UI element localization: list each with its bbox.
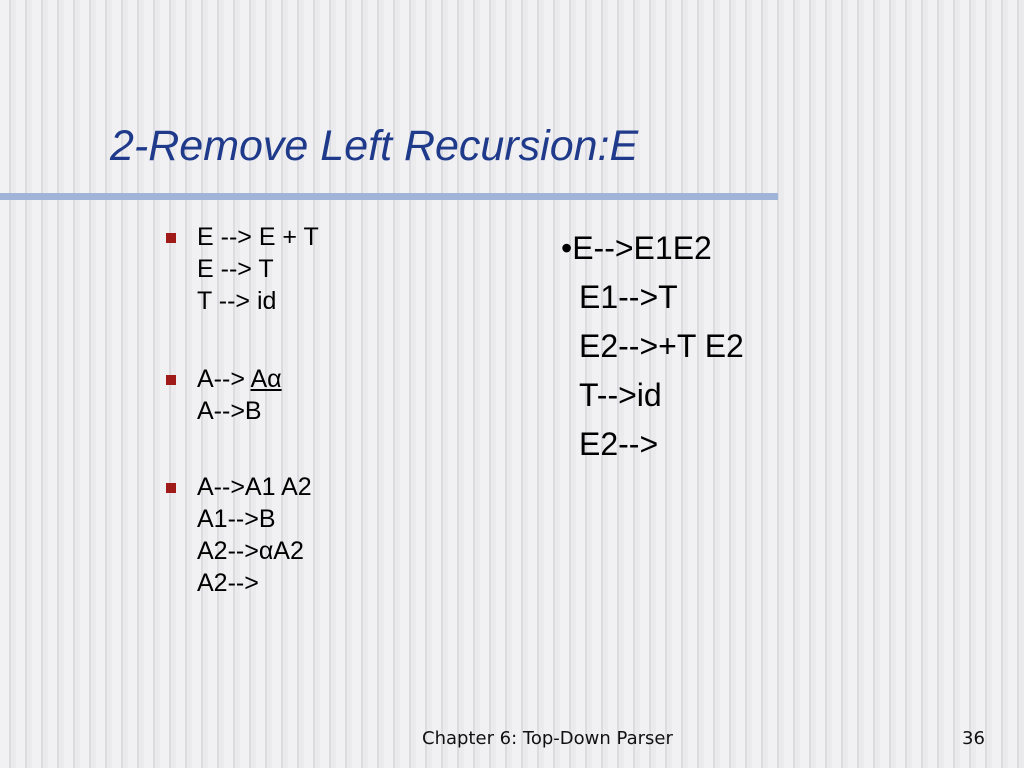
grammar-rule: A-->B <box>197 397 262 425</box>
bullet-item: A-->A1 A2 A1-->B A2-->αA2 A2--> <box>166 471 319 599</box>
grammar-rule: A2--> <box>197 569 259 597</box>
rule-underlined-part: Aα <box>250 365 282 393</box>
page-number: 36 <box>962 728 985 749</box>
grammar-rule: E2-->+T E2 <box>579 328 744 364</box>
grammar-rule: A-->A1 A2 <box>197 473 312 501</box>
grammar-rule: T-->id <box>579 377 662 413</box>
grammar-rule: •E-->E1E2 <box>561 230 712 266</box>
grammar-rule: E --> T <box>197 255 274 283</box>
grammar-rule: E1-->T <box>579 279 678 315</box>
grammar-rule: A--> Aα <box>197 363 319 395</box>
title-divider <box>0 193 778 200</box>
left-bullet-list: E --> E + T E --> T T --> id A--> Aα A--… <box>166 221 319 599</box>
grammar-rule: A1-->B <box>197 505 276 533</box>
square-bullet-icon <box>166 483 176 493</box>
slide-footer: Chapter 6: Top-Down Parser <box>422 728 673 749</box>
square-bullet-icon <box>166 375 176 385</box>
grammar-rule: E2--> <box>579 426 659 462</box>
grammar-rule: T --> id <box>197 287 277 315</box>
grammar-rule: E --> E + T <box>197 223 319 251</box>
slide-title: 2-Remove Left Recursion:E <box>110 122 639 170</box>
bullet-item: E --> E + T E --> T T --> id <box>166 221 319 317</box>
rule-prefix: A--> <box>197 365 251 393</box>
grammar-rule: A2-->αA2 <box>197 537 304 565</box>
square-bullet-icon <box>166 233 176 243</box>
right-rule-list: •E-->E1E2 E1-->T E2-->+T E2 T-->id E2--> <box>561 224 744 469</box>
bullet-item: A--> Aα A-->B <box>166 363 319 427</box>
